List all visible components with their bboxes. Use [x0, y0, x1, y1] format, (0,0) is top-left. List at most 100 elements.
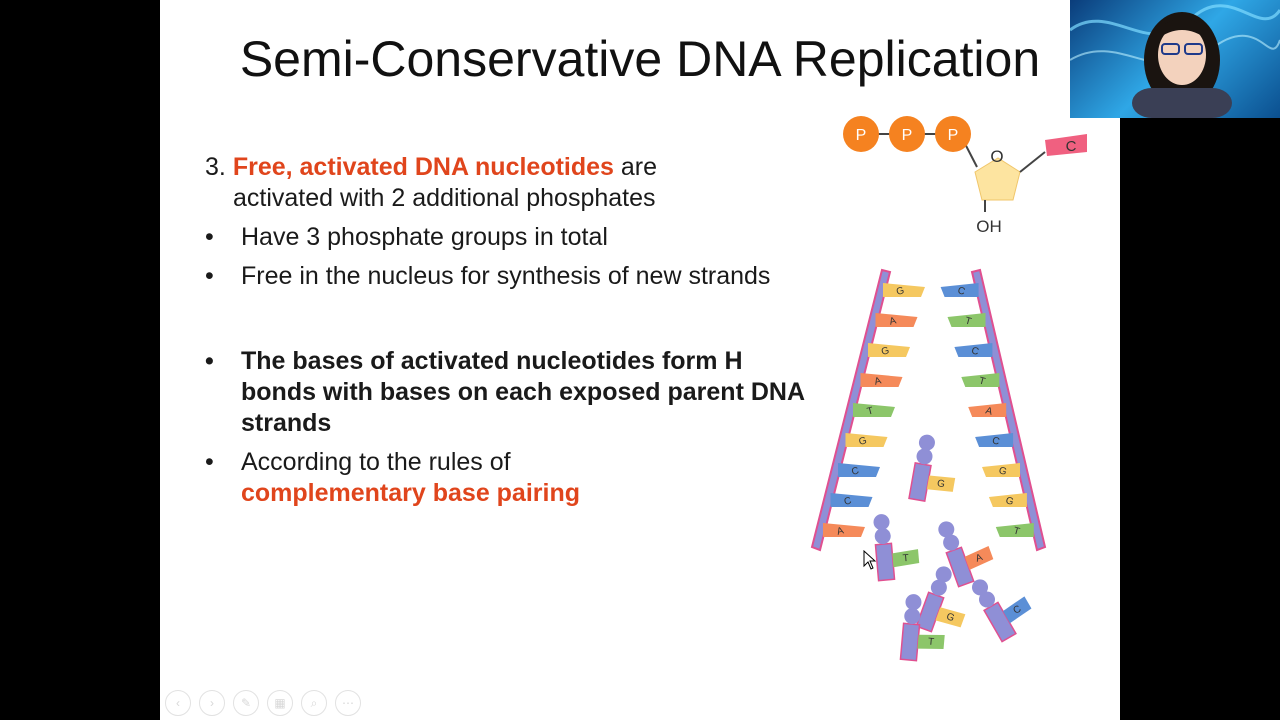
base-letter: A [974, 552, 984, 565]
nucleotide-phosphate [916, 448, 933, 465]
webcam-overlay [1070, 0, 1280, 118]
ellipsis-icon: ⋯ [342, 696, 354, 710]
bullet-bold: • The bases of activated nucleotides for… [205, 346, 805, 439]
nucleotide-phosphate [874, 528, 891, 545]
bullet-last: • According to the rules of complementar… [205, 447, 805, 509]
more-options-button[interactable]: ⋯ [335, 690, 361, 716]
chevron-right-icon: › [210, 696, 214, 710]
bullet-1: • Have 3 phosphate groups in total [205, 222, 805, 253]
base-c [1045, 134, 1087, 156]
slideshow-toolbar: ‹ › ✎ ▦ ⌕ ⋯ [165, 690, 361, 716]
base-letter: C [991, 435, 1001, 447]
right-base-C [954, 343, 993, 357]
spacer [205, 292, 805, 338]
left-parent-strand [810, 268, 892, 552]
left-base-A [823, 523, 865, 537]
base-letter: C [850, 465, 860, 477]
nucleotide-base-T [892, 549, 920, 568]
nucleotide-phosphate [873, 514, 890, 531]
magnifier-icon: ⌕ [310, 695, 318, 710]
base-letter: G [936, 478, 946, 490]
point-highlight: Free, activated DNA nucleotides [232, 153, 614, 181]
nucleotide-sugar [915, 591, 945, 633]
phosphate-2 [889, 116, 925, 152]
slide: Semi-Conservative DNA Replication 3. Fre… [160, 0, 1120, 720]
bullet-2: • Free in the nucleus for synthesis of n… [205, 261, 805, 292]
previous-slide-button[interactable]: ‹ [165, 690, 191, 716]
phosphate-label: P [856, 127, 867, 144]
bullet-1-text: Have 3 phosphate groups in total [241, 223, 608, 251]
nucleotide-base-G [926, 475, 956, 492]
base-label: C [1066, 138, 1077, 155]
base-letter: A [984, 405, 994, 417]
next-slide-button[interactable]: › [199, 690, 225, 716]
nucleotide-base-G [935, 607, 966, 628]
left-base-G [845, 433, 888, 447]
mouse-cursor-icon [863, 550, 877, 570]
base-letter: T [928, 637, 935, 648]
nucleotide-diagram: P P P O OH C [843, 116, 1087, 236]
base-letter: C [970, 345, 980, 357]
slides-grid-icon: ▦ [274, 696, 286, 710]
base-letter: G [895, 285, 906, 298]
left-base-G [883, 283, 925, 297]
free-nucleotide: T [899, 594, 945, 662]
bullet-dot: • [205, 347, 214, 375]
bullet-bold-text: The bases of activated nucleotides form … [241, 347, 805, 437]
free-nucleotide: G [908, 434, 956, 502]
nucleotide-base-A [964, 545, 994, 570]
bullet-dot: • [205, 223, 214, 251]
right-base-G [982, 463, 1020, 477]
slide-title: Semi-Conservative DNA Replication [239, 31, 1041, 87]
presenter-video [1070, 4, 1280, 118]
right-base-G [988, 493, 1027, 507]
bullet-last-highlight: complementary base pairing [241, 479, 581, 507]
nucleotide-phosphate [935, 566, 952, 583]
phosphate-label: P [948, 127, 959, 144]
base-letter: A [888, 315, 898, 327]
pen-icon: ✎ [240, 696, 252, 710]
nucleotide-phosphate [972, 579, 988, 596]
nucleotide-sugar [899, 622, 921, 662]
point-3: 3. Free, activated DNA nucleotides are [205, 152, 805, 183]
zoom-button[interactable]: ⌕ [301, 690, 327, 716]
base-letter: T [866, 405, 875, 417]
base-letter: C [843, 495, 853, 507]
nucleotide-phosphate [918, 434, 935, 451]
phosphate-3 [935, 116, 971, 152]
phosphate-label: P [902, 127, 913, 144]
right-base-C [940, 283, 979, 297]
point-3-line2: activated with 2 additional phosphates [233, 184, 656, 212]
base-letter: A [836, 525, 846, 537]
nucleotide-sugar [908, 462, 932, 502]
hydroxyl-label: OH [976, 217, 1002, 236]
right-base-A [968, 403, 1007, 417]
right-base-T [995, 523, 1034, 537]
bullet-dot: • [205, 448, 214, 476]
base-letter: G [880, 345, 891, 358]
bullet-2-text: Free in the nucleus for synthesis of new… [241, 262, 771, 290]
oxygen-label: O [990, 147, 1003, 166]
right-parent-strand [970, 268, 1047, 552]
base-letter: T [902, 553, 909, 564]
point-number: 3. [205, 153, 226, 181]
left-base-C [838, 463, 880, 477]
pen-tool-button[interactable]: ✎ [233, 690, 259, 716]
nucleotide-phosphate [904, 608, 921, 625]
base-letter: A [873, 375, 883, 387]
base-letter: G [858, 435, 869, 448]
base-letter: T [1012, 525, 1021, 537]
free-nucleotide: G [915, 566, 966, 633]
phosphate-1 [843, 116, 879, 152]
left-base-A [875, 313, 918, 327]
nucleotide-phosphate [938, 521, 955, 538]
bullet-dot: • [205, 262, 214, 290]
base-letter: G [1004, 495, 1015, 508]
chevron-left-icon: ‹ [176, 696, 180, 710]
base-letter: G [997, 465, 1008, 478]
base-letter: T [978, 375, 987, 387]
left-base-C [830, 493, 873, 507]
base-letter: T [964, 315, 973, 327]
see-all-slides-button[interactable]: ▦ [267, 690, 293, 716]
